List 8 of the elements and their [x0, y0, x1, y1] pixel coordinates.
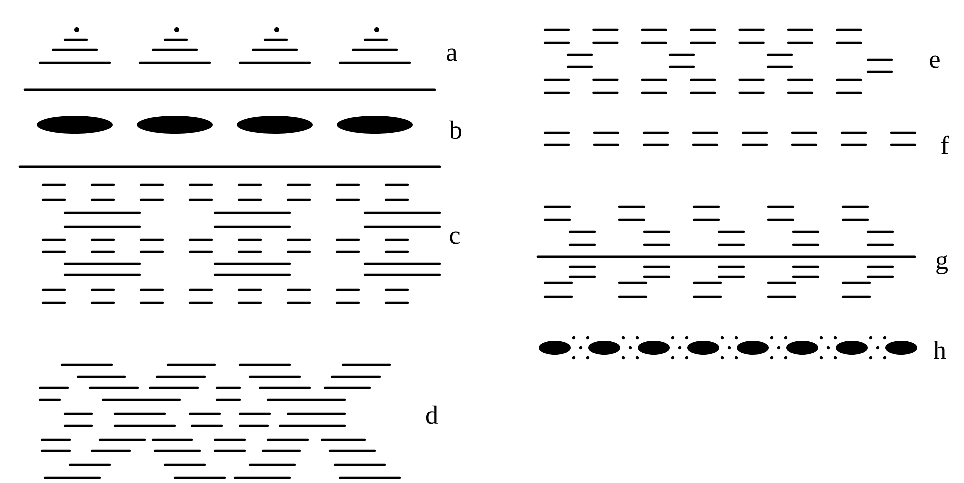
- pattern-letter: f: [941, 136, 950, 154]
- pattern-letter: h: [934, 341, 946, 360]
- pattern-letter: a: [447, 48, 458, 62]
- pattern-letter: b: [450, 120, 462, 140]
- pattern-letter: d: [426, 406, 438, 424]
- pattern-letter: e: [930, 56, 940, 68]
- pattern-letter: g: [936, 256, 948, 274]
- pattern-letter: c: [450, 232, 460, 244]
